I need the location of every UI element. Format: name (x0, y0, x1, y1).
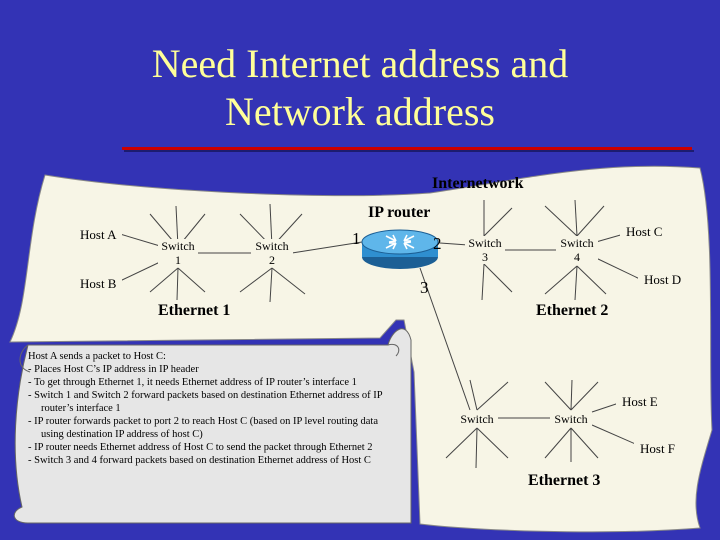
note-item: IP router forwards packet to port 2 to r… (28, 415, 398, 441)
router-label: IP router (368, 204, 431, 221)
host-a-label: Host A (74, 226, 123, 244)
ethernet-1-label: Ethernet 1 (158, 302, 231, 319)
switch4-spoke (574, 199, 578, 237)
port-3-label: 3 (420, 278, 429, 297)
title-rule (122, 147, 692, 150)
switch4-spoke (574, 265, 578, 301)
switch-4-line2: 4 (574, 250, 580, 264)
switch1-spoke (149, 267, 179, 293)
scroll-curl (387, 343, 400, 357)
slide-title-line2: Network address (225, 89, 495, 134)
host-f-label: Host F (634, 440, 682, 458)
explanation-note: Host A sends a packet to Host C: Places … (28, 350, 398, 467)
switch-4-line1: Switch (560, 236, 594, 250)
note-item: Switch 3 and 4 forward packets based on … (28, 454, 398, 467)
switch-6-label: Switch (550, 412, 592, 426)
switch-3-label: Switch 3 (465, 236, 505, 264)
switch4-spoke (576, 265, 607, 295)
switch5-spoke (475, 427, 478, 469)
slide-title: Need Internet address and Network addres… (0, 40, 720, 136)
switch2-spoke (269, 267, 273, 303)
switch3-spoke (483, 207, 513, 237)
switch-5-label: Switch (456, 412, 498, 426)
host-b-label: Host B (74, 275, 123, 293)
scroll-curl-left (19, 344, 31, 373)
port-1-label: 1 (352, 229, 361, 248)
switch2-spoke (239, 267, 273, 293)
switch5-spoke (469, 379, 478, 411)
note-item: Switch 1 and Switch 2 forward packets ba… (28, 389, 398, 415)
note-item: To get through Ethernet 1, it needs Ethe… (28, 376, 398, 389)
switch6-spoke (570, 381, 599, 411)
note-list: Places Host C’s IP address in IP header … (28, 363, 398, 467)
link-hosta-switch1 (119, 233, 161, 247)
link-router-switch3 (439, 242, 469, 246)
switch4-spoke (544, 265, 578, 295)
switch-1-label: Switch 1 (158, 239, 198, 267)
switch-3-line1: Switch (468, 236, 502, 250)
ethernet-3-label: Ethernet 3 (528, 472, 601, 489)
port-2-label: 2 (433, 234, 442, 253)
ethernet-2-label: Ethernet 2 (536, 302, 609, 319)
host-c-label: Host C (620, 223, 669, 241)
link-switch2-router (291, 241, 363, 254)
title-rule-shadow (124, 150, 694, 152)
note-intro: Host A sends a packet to Host C: (28, 351, 166, 362)
switch6-spoke (570, 427, 599, 459)
switch-4-label: Switch 4 (556, 236, 598, 264)
router-icon (361, 229, 439, 269)
switch-2-label: Switch 2 (251, 239, 293, 267)
switch3-spoke (481, 263, 485, 301)
link-switch4-hostd (595, 257, 643, 281)
switch-3-line2: 3 (482, 250, 488, 264)
host-e-label: Host E (616, 393, 664, 411)
switch1-spoke (176, 267, 179, 301)
switch5-spoke (476, 381, 509, 411)
switch-1-line2: 1 (175, 253, 181, 267)
switch-2-line2: 2 (269, 253, 275, 267)
host-d-label: Host D (638, 271, 688, 289)
switch6-spoke (570, 379, 573, 411)
switch-1-line1: Switch (161, 239, 195, 253)
switch5-spoke (445, 427, 478, 459)
switch2-spoke (271, 267, 306, 295)
link-switch4-hostc (595, 233, 625, 243)
switch6-spoke (544, 381, 572, 411)
link-switch6-hostf (591, 424, 641, 447)
link-hostb-switch1 (119, 261, 161, 282)
switch5-spoke (476, 427, 509, 459)
link-router-switch5 (419, 267, 471, 411)
switch3-spoke (483, 263, 513, 293)
switch-2-line1: Switch (255, 239, 289, 253)
switch6-spoke (544, 427, 572, 459)
switch4-spoke (544, 205, 578, 237)
note-item: IP router needs Ethernet address of Host… (28, 441, 398, 454)
switch1-spoke (177, 267, 206, 293)
note-item: Places Host C’s IP address in IP header (28, 363, 398, 376)
slide-title-line1: Need Internet address and (151, 41, 569, 86)
internetwork-label: Internetwork (432, 175, 524, 192)
switch4-spoke (576, 205, 605, 237)
